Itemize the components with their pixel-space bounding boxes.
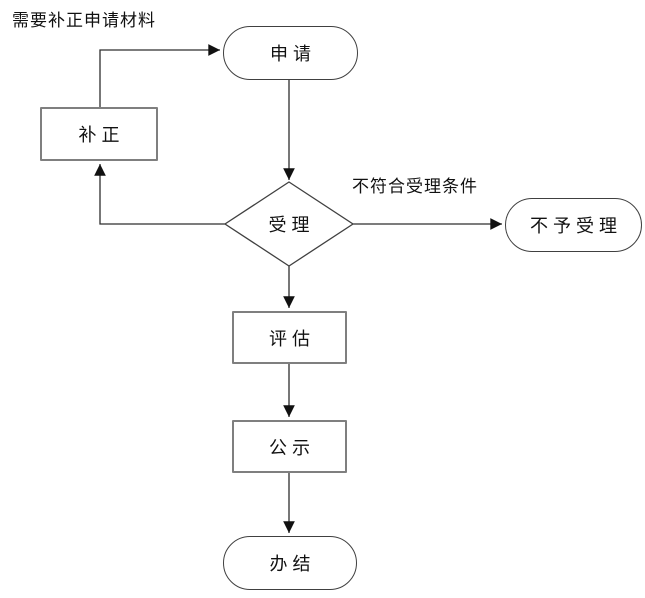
node-complete-label: 办结 bbox=[269, 554, 316, 575]
decision-accept-shape bbox=[223, 181, 355, 267]
node-evaluate-label: 评估 bbox=[269, 328, 315, 350]
node-publicize-label: 公示 bbox=[269, 437, 315, 459]
node-publicize: 公示 bbox=[232, 420, 347, 473]
node-apply: 申请 bbox=[223, 26, 358, 80]
node-supplement: 补正 bbox=[40, 107, 158, 161]
node-apply-label: 申请 bbox=[270, 44, 316, 65]
node-evaluate: 评估 bbox=[232, 311, 347, 364]
node-accept-label: 受理 bbox=[268, 215, 315, 236]
node-accept: 受理 bbox=[225, 183, 353, 265]
annotation-reject-condition-label: 不符合受理条件 bbox=[352, 177, 478, 197]
node-supplement-label: 补正 bbox=[78, 125, 125, 146]
node-reject-label: 不予受理 bbox=[530, 216, 622, 237]
annotation-loop-label: 需要补正申请材料 bbox=[12, 11, 156, 31]
edge-supplement-apply bbox=[99, 44, 220, 107]
node-complete: 办结 bbox=[223, 536, 357, 590]
node-reject: 不予受理 bbox=[505, 198, 642, 252]
edge-accept-supplement bbox=[94, 164, 225, 225]
